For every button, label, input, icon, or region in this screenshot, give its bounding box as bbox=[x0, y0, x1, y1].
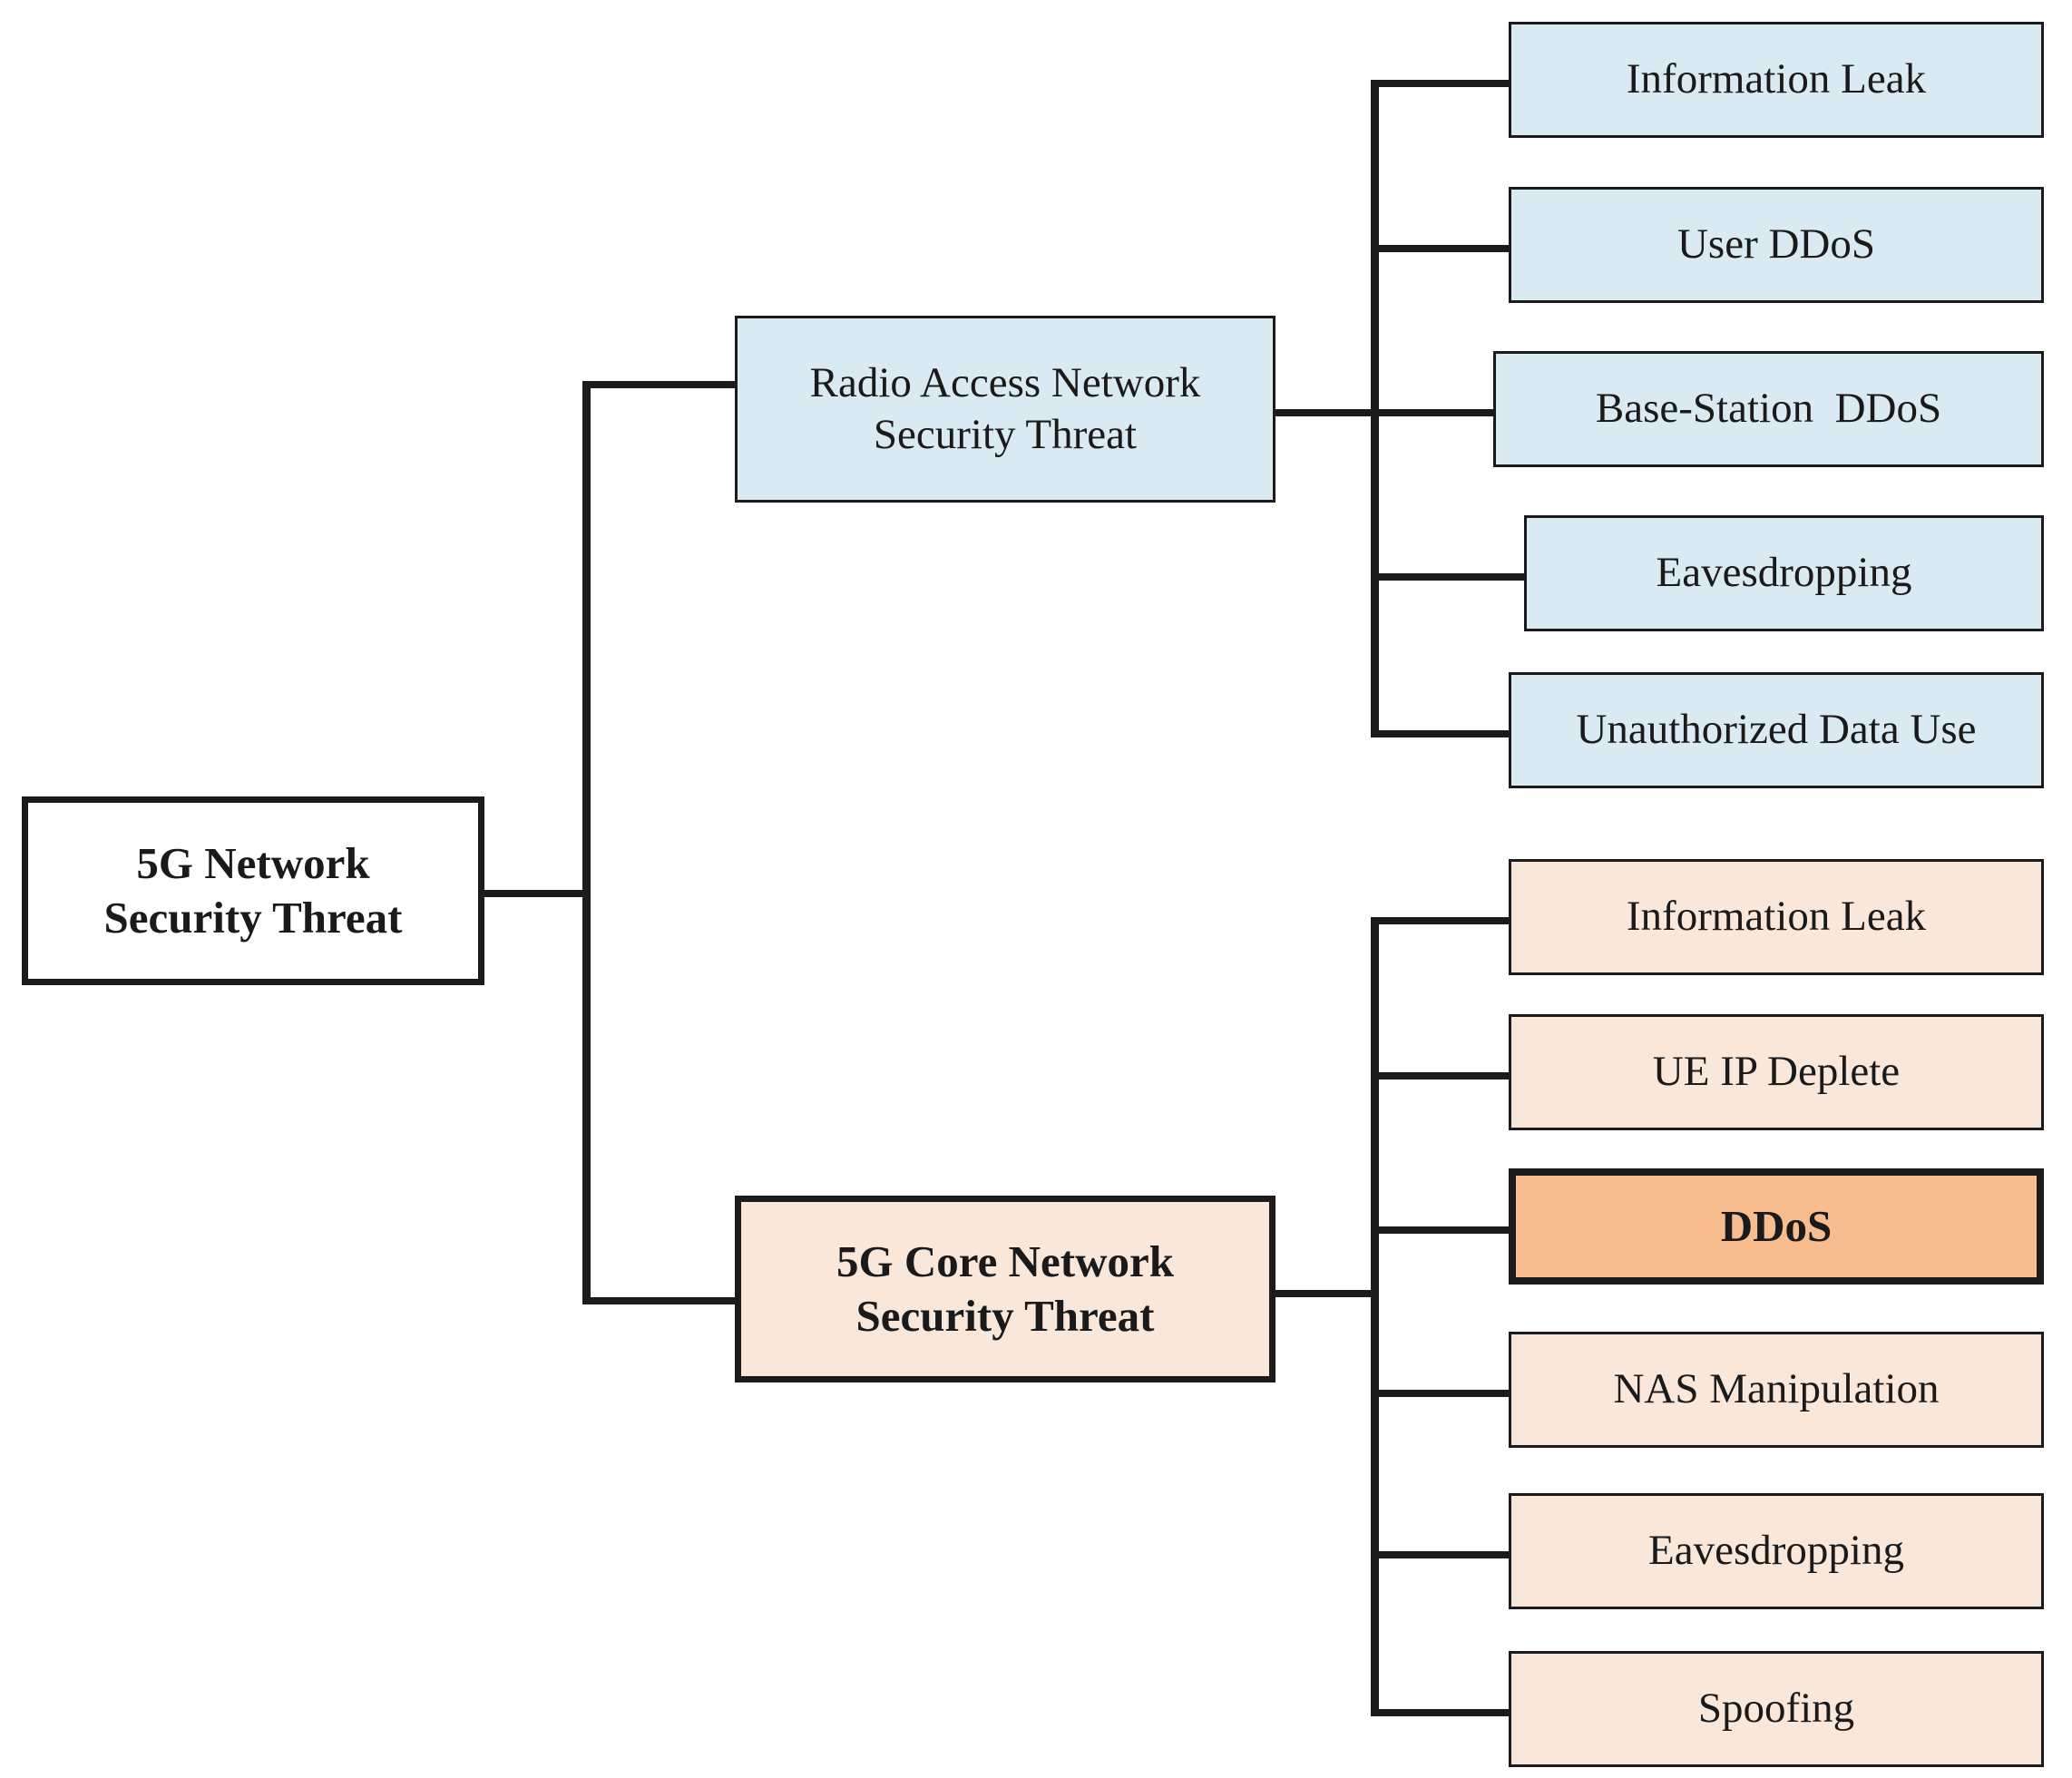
node-leaf-ran-base-station-ddos[interactable]: Base-Station DDoS bbox=[1493, 351, 2044, 467]
edge-blue-leaf-stub-5 bbox=[1371, 730, 1511, 738]
edge-blue-leaf-bus bbox=[1371, 80, 1379, 730]
node-leaf-core-information-leak[interactable]: Information Leak bbox=[1509, 859, 2044, 975]
edge-peach-leaf-bus bbox=[1371, 917, 1379, 1715]
node-leaf-core-ddos[interactable]: DDoS bbox=[1509, 1168, 2044, 1285]
edge-peach-leaf-stub-3 bbox=[1371, 1226, 1511, 1234]
edge-main-bus bbox=[582, 381, 591, 1304]
edge-peach-leaf-stub-1 bbox=[1371, 917, 1511, 924]
node-leaf-ran-unauthorized-data-use[interactable]: Unauthorized Data Use bbox=[1509, 672, 2044, 788]
edge-peach-leaf-stub-5 bbox=[1371, 1551, 1511, 1558]
node-branch-5g-core-network[interactable]: 5G Core Network Security Threat bbox=[735, 1196, 1275, 1382]
node-leaf-core-eavesdropping[interactable]: Eavesdropping bbox=[1509, 1493, 2044, 1609]
edge-blue-leaf-stub-3 bbox=[1371, 409, 1496, 416]
edge-to-core-branch bbox=[582, 1297, 737, 1304]
node-leaf-core-nas-manipulation[interactable]: NAS Manipulation bbox=[1509, 1332, 2044, 1448]
edge-ran-to-leafbus bbox=[1275, 409, 1379, 416]
edge-blue-leaf-stub-1 bbox=[1371, 80, 1511, 87]
edge-peach-leaf-stub-2 bbox=[1371, 1072, 1511, 1080]
edge-blue-leaf-stub-4 bbox=[1371, 573, 1527, 581]
node-leaf-ran-information-leak[interactable]: Information Leak bbox=[1509, 22, 2044, 138]
edge-to-ran-branch bbox=[582, 381, 737, 388]
node-root-5g-network-security-threat[interactable]: 5G Network Security Threat bbox=[22, 796, 484, 985]
node-leaf-ran-eavesdropping[interactable]: Eavesdropping bbox=[1524, 515, 2044, 631]
edge-root-stub bbox=[480, 890, 591, 897]
edge-peach-leaf-stub-6 bbox=[1371, 1709, 1511, 1716]
edge-core-to-leafbus bbox=[1275, 1290, 1379, 1297]
node-branch-radio-access-network[interactable]: Radio Access Network Security Threat bbox=[735, 316, 1275, 503]
edge-peach-leaf-stub-4 bbox=[1371, 1390, 1511, 1397]
node-leaf-core-ue-ip-deplete[interactable]: UE IP Deplete bbox=[1509, 1014, 2044, 1130]
node-leaf-ran-user-ddos[interactable]: User DDoS bbox=[1509, 187, 2044, 303]
node-leaf-core-spoofing[interactable]: Spoofing bbox=[1509, 1651, 2044, 1767]
edge-blue-leaf-stub-2 bbox=[1371, 245, 1511, 252]
